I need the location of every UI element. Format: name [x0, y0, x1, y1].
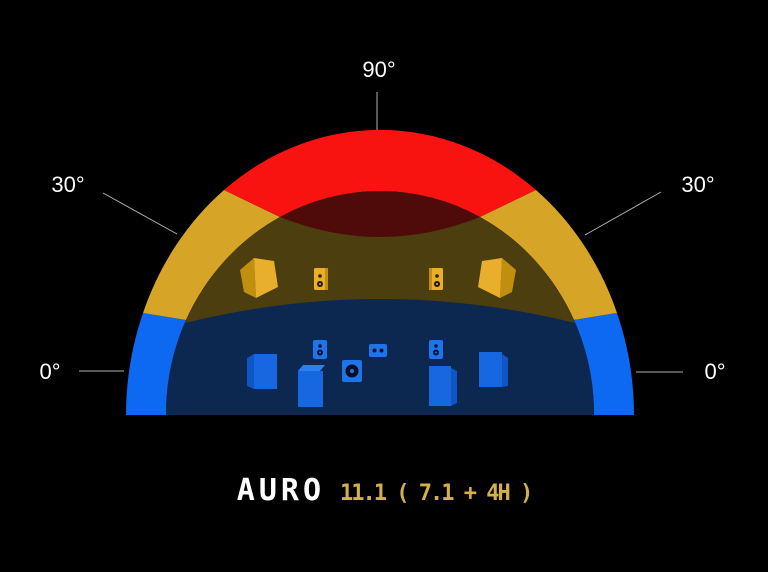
front-right-speaker: [429, 366, 457, 406]
height-speaker-front-right: [429, 268, 443, 290]
subwoofer: [342, 360, 362, 382]
inner-dome-top-cap: [280, 191, 480, 237]
left-ear-angle-label: 0°: [39, 359, 60, 384]
outer-ring: [126, 129, 634, 415]
tweeter-dot: [318, 344, 322, 348]
height-speaker-left-front: [254, 258, 278, 298]
height-layer-speakers: [240, 258, 516, 298]
woofer-center: [435, 282, 439, 286]
box-front: [429, 366, 451, 406]
box-side: [247, 354, 254, 389]
height-speaker-right: [478, 258, 516, 298]
caption: AURO 11.1 ( 7.1 + 4H ): [0, 473, 768, 508]
speaker-config-text: 11.1 ( 7.1 + 4H ): [340, 481, 533, 506]
right-ear-angle-label: 0°: [704, 359, 725, 384]
box-front: [479, 352, 502, 387]
woofer-center: [435, 351, 437, 354]
height-speaker-front-left: [314, 268, 328, 290]
height-band-left: [143, 190, 280, 320]
ear-band-right: [574, 313, 634, 415]
ear-band-left: [126, 313, 186, 415]
height-speaker-right-side: [500, 258, 516, 298]
driver-right-dot: [379, 348, 384, 353]
top-angle-label: 90°: [362, 57, 395, 82]
top-band: [224, 129, 536, 217]
sub-driver-center: [349, 368, 355, 374]
rear-right-speaker: [429, 340, 443, 359]
box-side: [451, 368, 457, 406]
right-height-angle-line: [584, 191, 662, 236]
speaker-side-shade: [325, 268, 328, 290]
right-height-angle-label: 30°: [681, 172, 714, 197]
rear-left-speaker: [313, 340, 327, 359]
height-speaker-left-side: [240, 258, 256, 298]
ear-layer-speakers: [247, 340, 508, 407]
box-front: [298, 371, 323, 407]
woofer-center: [318, 282, 322, 286]
tweeter-dot: [435, 274, 439, 278]
box-front: [254, 354, 277, 389]
left-height-angle-label: 30°: [51, 172, 84, 197]
height-speaker-right-front: [478, 258, 502, 298]
tweeter-dot: [318, 274, 322, 278]
height-band-right: [480, 190, 617, 320]
box-side: [502, 354, 508, 387]
tweeter-dot: [434, 344, 438, 348]
surround-left-speaker: [247, 354, 277, 389]
driver-left-dot: [372, 348, 377, 353]
center-speaker: [369, 344, 387, 357]
surround-right-speaker: [479, 352, 508, 387]
left-height-angle-line: [102, 192, 178, 235]
front-left-speaker: [298, 365, 325, 407]
speaker-body: [369, 344, 387, 357]
speaker-side-shade: [429, 268, 432, 290]
auro-brand-logo: AURO: [236, 473, 326, 508]
box-top: [298, 365, 325, 371]
callout-lines: [79, 92, 683, 373]
woofer-center: [319, 351, 321, 354]
height-speaker-left: [240, 258, 278, 298]
angle-labels: 90° 30° 30° 0° 0°: [39, 57, 725, 384]
